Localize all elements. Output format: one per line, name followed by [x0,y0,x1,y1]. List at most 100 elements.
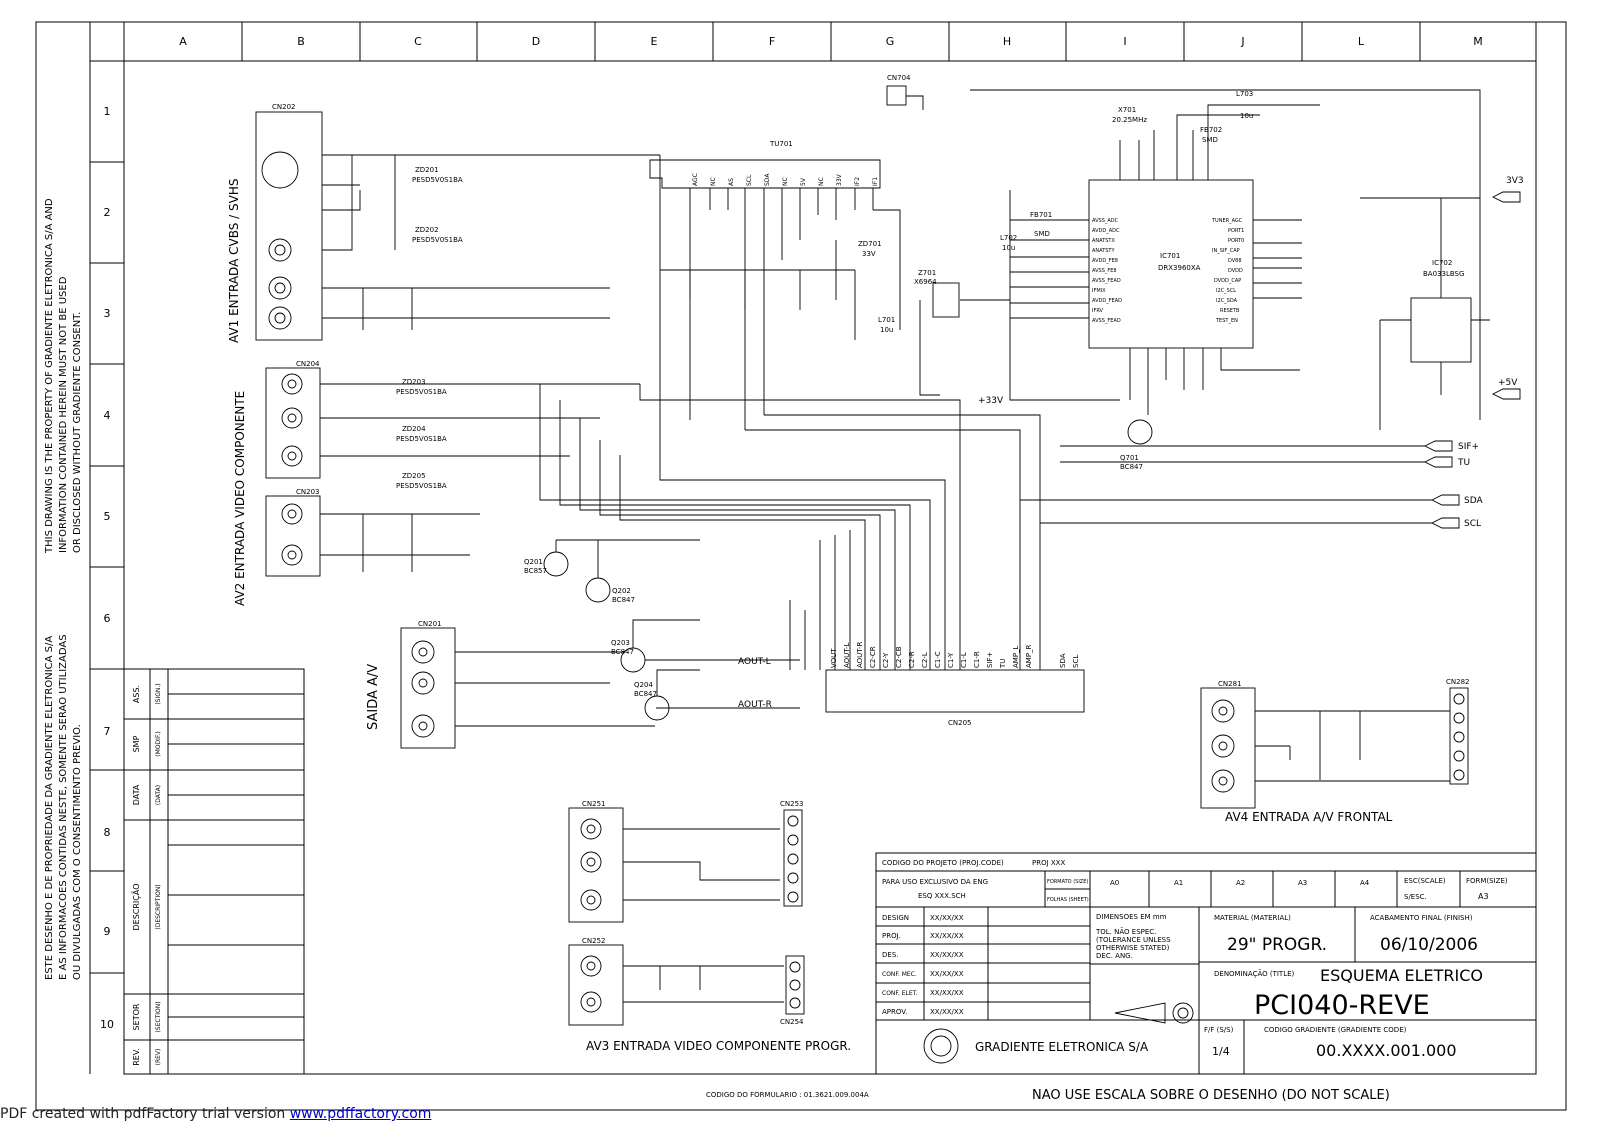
fb701-label: FB701 [1030,211,1052,219]
section-av3-title: AV3 ENTRADA VIDEO COMPONENTE PROGR. [586,1039,851,1053]
tb-acabamento-label: ACABAMENTO FINAL (FINISH) [1370,914,1473,922]
zd205-label: ZD205 [402,472,426,480]
cn205-pin-11: C1-L [960,652,968,668]
rev-smp-label: SMP [132,735,141,752]
l702-label: L702 [1000,234,1017,242]
net-3v3: 3V3 [1506,176,1524,186]
tb-uso-exclusivo: PARA USO EXCLUSIVO DA ENG [882,878,988,886]
cn205-pin-6: C2-CB [895,646,903,668]
ic701-pin-r10: RESETB [1220,308,1240,314]
cn205-pin-5: C2-Y [882,652,890,668]
tb-tol-2: (TOLERANCE UNLESS [1096,936,1171,944]
row-label-8: 8 [104,826,111,839]
zd204-part: PESD5V0S1BA [396,435,447,443]
q701-label: Q701 [1120,454,1139,462]
tb-row-conf-mec-date: XX/XX/XX [930,970,964,978]
l701-value: 10u [880,326,893,334]
net-sda: SDA [1464,496,1483,506]
cn205-pin-4: C2-CR [869,646,877,668]
cn281-label: CN281 [1218,680,1242,688]
pdffactory-link[interactable]: www.pdffactory.com [289,1106,432,1122]
tuner-pin-9: 33V [836,173,843,186]
tb-material-label: MATERIAL (MATERIAL) [1214,914,1291,922]
notice-pt-3: OU DIVULGADAS COM O CONSENTIMENTO PREVIO… [72,724,83,980]
row-label-4: 4 [104,409,111,422]
tb-formato-label: FORMATO (SIZE) [1047,879,1088,885]
tb-company: GRADIENTE ELETRONICA S/A [975,1040,1149,1054]
q203-label: Q203 [611,639,630,647]
tb-row-aprov: APROV. [882,1008,907,1016]
zd202-part: PESD5V0S1BA [412,236,463,244]
col-label-g: G [886,35,895,48]
col-label-f: F [769,35,775,48]
tb-codigo-projeto-label: CODIGO DO PROJETO (PROJ.CODE) [882,859,1004,867]
tb-acabamento-value: 06/10/2006 [1380,935,1478,955]
pdf-footer: PDF created with pdfFactory trial versio… [0,1106,431,1122]
net-scl: SCL [1464,519,1481,529]
section-saida-title: SAIDA A/V [366,664,381,730]
rev-ass-label: ASS. [132,685,141,703]
tb-no-scale: NAO USE ESCALA SOBRE O DESENHO (DO NOT S… [1032,1088,1390,1103]
q201-part: BC857 [524,567,547,575]
row-label-7: 7 [104,725,111,738]
row-label-9: 9 [104,925,111,938]
cn201-label: CN201 [418,620,442,628]
ic701-pin-r9: I2C_SDA [1216,298,1238,304]
zd201-label: ZD201 [415,166,439,174]
tuner-pin-7: 5V [800,177,807,186]
q203-part: BC847 [611,648,634,656]
tuner-pin-10: IF2 [854,177,861,186]
ic701-pin-l5: AVDD_FE8 [1092,258,1118,264]
q204-label: Q204 [634,681,653,689]
ic701-pin-l1: AVSS_ADC [1092,218,1119,224]
cn205-label: CN205 [948,719,972,727]
ic701-pin-r8: I2C_SCL [1216,288,1236,294]
section-av4-title: AV4 ENTRADA A/V FRONTAL [1225,810,1393,824]
row-label-3: 3 [104,307,111,320]
ic701-pin-r6: DVDD [1228,268,1243,274]
notice-pt-2: E AS INFORMACOES CONTIDAS NESTE, SOMENTE… [58,634,69,980]
tuner-pin-6: NC [782,177,789,186]
ic701-pin-l4: ANATSTY [1092,248,1115,254]
ic701-pin-r5: DV88 [1228,258,1242,264]
zd701-label: ZD701 [858,240,882,248]
col-label-b: B [297,35,305,48]
ic701-pin-r4: IN_SIF_CAP [1212,248,1240,254]
ic701-pin-l2: AVDD_ADC [1092,228,1120,234]
tb-ff-label: F/F (S/S) [1204,1026,1234,1034]
tb-row-conf-mec: CONF. MEC. [882,971,917,978]
col-label-e: E [651,35,658,48]
ic701-label: IC701 [1160,252,1180,260]
cn204-label: CN204 [296,360,320,368]
fb702-label: FB702 [1200,126,1222,134]
tb-form-label: FORM(SIZE) [1466,877,1508,885]
tb-size-a1: A1 [1174,879,1183,887]
tb-form-value: A3 [1478,892,1489,901]
rev-data-sub: (DATA) [155,785,162,805]
x701-label: X701 [1118,106,1136,114]
tb-row-proj-date: XX/XX/XX [930,932,964,940]
ic701-pin-l8: IFMIX [1092,288,1106,294]
tb-dimensoes: DIMENSOES EM mm [1096,913,1167,921]
rev-desc-sub: (DESCRIPTION) [155,884,162,929]
col-label-a: A [179,35,187,48]
cn205-pin-15: AMP_L [1012,645,1020,668]
rev-rev-sub: (REV) [155,1049,162,1066]
ic701-pin-r7: DVDD_CAP [1214,278,1241,284]
tuner-pin-4: SCL [746,174,753,186]
ic701-pin-r2: PORT1 [1228,228,1244,234]
cn704-label: CN704 [887,74,911,82]
tb-size-a2: A2 [1236,879,1245,887]
tb-row-design: DESIGN [882,914,909,922]
x701-value: 20.25MHz [1112,116,1147,124]
tb-esq-file: ESQ XXX.SCH [918,892,966,900]
cn205-pin-18: SCL [1072,655,1080,668]
tb-row-conf-elet: CONF. ELET. [882,990,918,997]
tb-size-a3: A3 [1298,879,1307,887]
row-label-2: 2 [104,206,111,219]
q202-label: Q202 [612,587,631,595]
tb-escala-label: ESC(SCALE) [1404,877,1446,885]
tuner-pin-2: NC [710,177,717,186]
tb-row-conf-elet-date: XX/XX/XX [930,989,964,997]
